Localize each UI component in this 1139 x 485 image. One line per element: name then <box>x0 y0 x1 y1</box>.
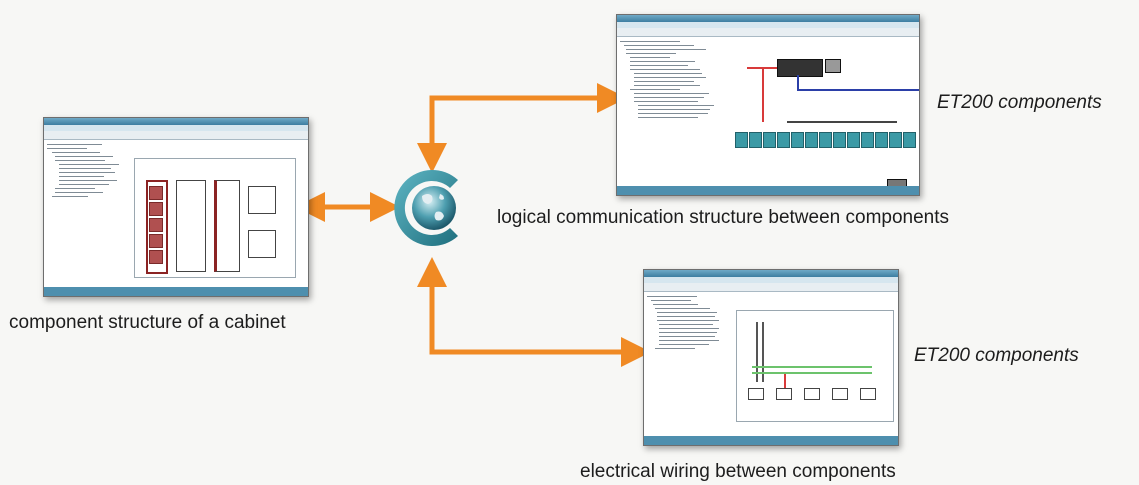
project-tree <box>617 37 730 185</box>
et200-label-top: ET200 components <box>937 92 1102 113</box>
project-tree <box>644 292 732 435</box>
window-statusbar <box>617 186 919 195</box>
arrow-hub-to-wiring <box>417 257 651 367</box>
cabinet-screenshot <box>43 117 309 297</box>
arrow-hub-to-logical <box>417 83 627 173</box>
wiring-caption: electrical wiring between components <box>580 461 896 482</box>
et200-label-bottom: ET200 components <box>914 345 1079 366</box>
network-canvas <box>727 37 919 191</box>
project-tree <box>44 140 128 286</box>
window-titlebar <box>617 15 919 22</box>
cabinet-canvas <box>124 140 308 286</box>
logical-caption: logical communication structure between … <box>497 207 950 228</box>
window-titlebar <box>644 270 898 277</box>
globe-logo-icon <box>394 170 458 246</box>
schematic-canvas <box>728 292 898 435</box>
window-statusbar <box>44 287 308 296</box>
wiring-screenshot <box>643 269 899 446</box>
window-toolbar <box>44 131 308 140</box>
logical-structure-screenshot <box>616 14 920 196</box>
window-statusbar <box>644 436 898 445</box>
cabinet-caption: component structure of a cabinet <box>9 312 286 333</box>
window-titlebar <box>44 118 308 125</box>
window-toolbar <box>644 283 898 292</box>
window-toolbar <box>617 28 919 37</box>
